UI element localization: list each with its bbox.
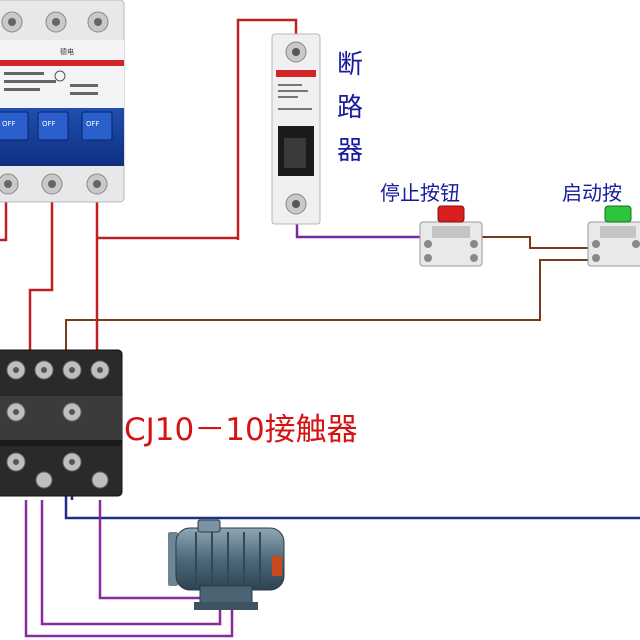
wire-motor-3: [98, 500, 205, 600]
main-breaker-off-label-1: OFF: [2, 120, 16, 128]
wire-stop-to-start: [482, 236, 588, 249]
stop-button-label: 停止按钮: [380, 181, 460, 205]
main-breaker: 德电 OFF OFF OFF: [0, 0, 125, 203]
stop-button: [419, 205, 483, 267]
wire-supply-to-breaker: [236, 18, 298, 240]
wire-start-to-coil: [65, 259, 588, 360]
breaker-label: 断路器: [336, 50, 363, 166]
main-breaker-off-label-3: OFF: [86, 120, 100, 128]
wire-motor-2: [40, 500, 222, 626]
wire-phase-a: [0, 190, 8, 242]
wire-motor-1: [24, 500, 234, 638]
contactor-label: CJ10－10接触器: [124, 412, 358, 448]
single-pole-breaker: [271, 33, 321, 225]
wire-neutral: [64, 480, 640, 520]
start-button: [587, 205, 640, 267]
main-breaker-bottom-terminals: [0, 173, 108, 195]
main-breaker-off-label-2: OFF: [42, 120, 56, 128]
wire-phase-b: [28, 190, 54, 350]
main-breaker-top-terminals: [1, 11, 109, 33]
motor: [168, 519, 285, 610]
contactor: [0, 349, 123, 497]
start-button-label: 启动按: [562, 181, 622, 205]
main-breaker-brand: 德电: [60, 47, 74, 56]
main-breaker-toggles: [0, 111, 113, 141]
